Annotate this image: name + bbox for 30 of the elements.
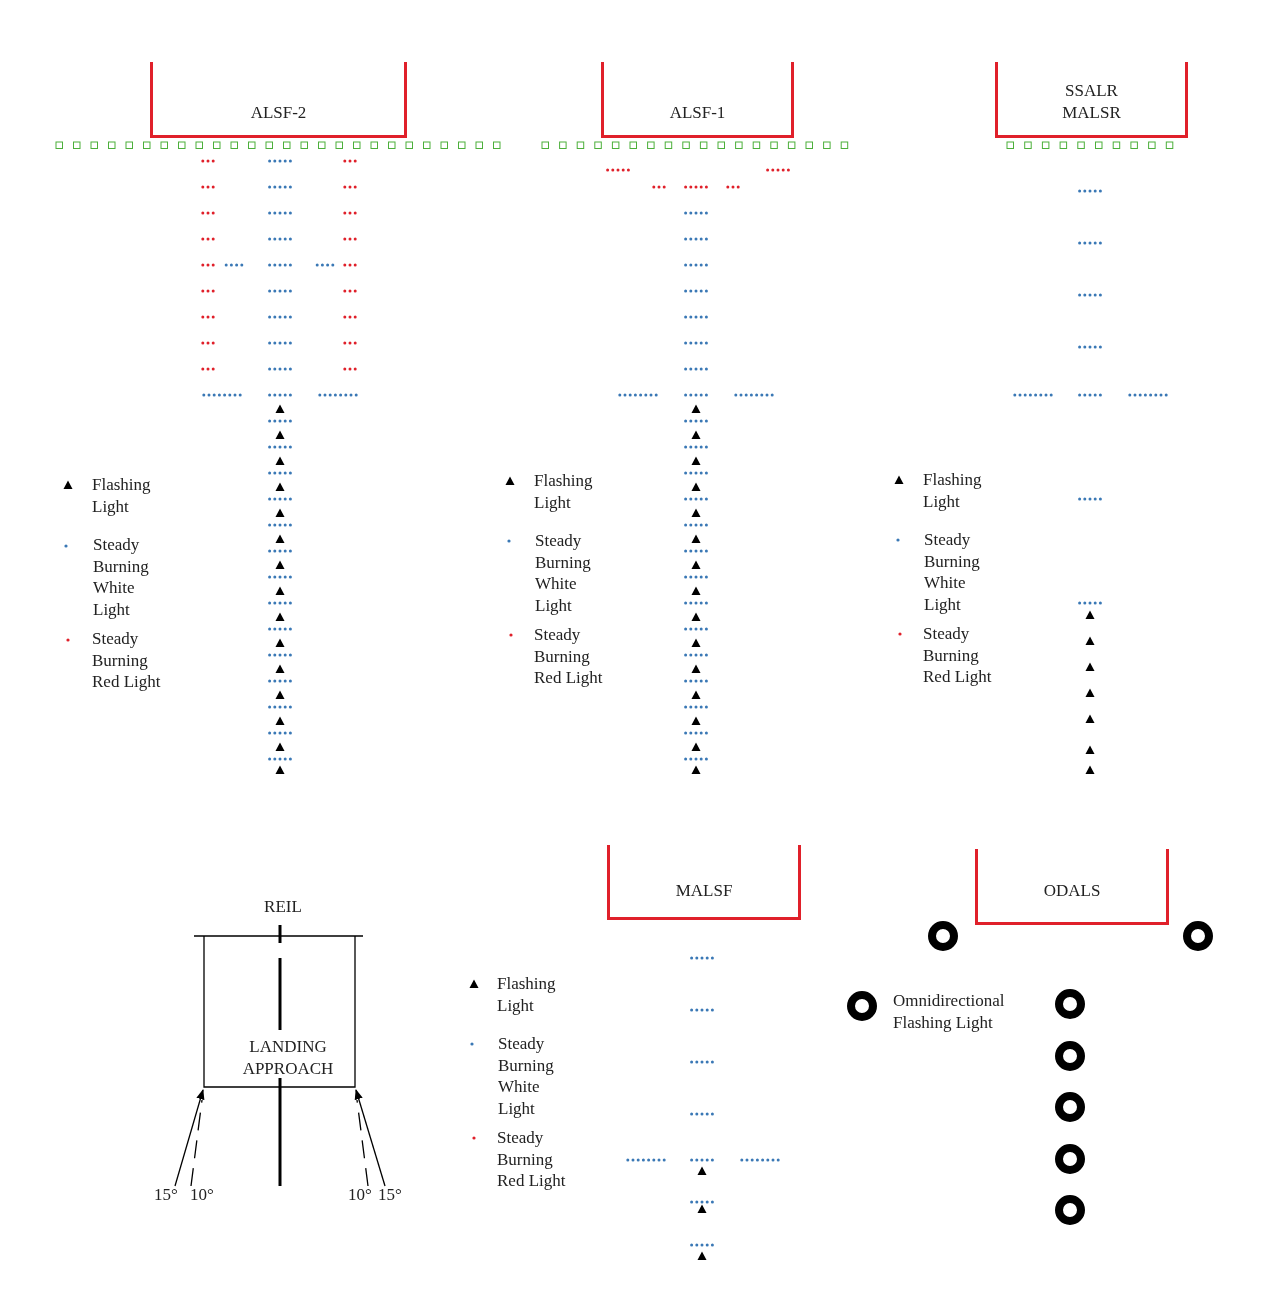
legend-text: Flashing Light bbox=[923, 469, 983, 512]
legend-text: Steady Burning White Light bbox=[93, 534, 150, 620]
system-name: SSALR bbox=[1065, 80, 1118, 102]
system-name: MALSF bbox=[675, 880, 733, 902]
runway-threshold bbox=[995, 62, 1188, 138]
runway-label: LANDING APPROACH bbox=[241, 1036, 335, 1080]
legend-text: Steady Burning White Light bbox=[924, 529, 981, 615]
legend-text: Flashing Light bbox=[92, 474, 152, 517]
runway-threshold bbox=[975, 849, 1169, 925]
legend-text: Steady Burning Red Light bbox=[534, 624, 604, 689]
angle-label: 10° bbox=[348, 1184, 372, 1206]
system-name: ODALS bbox=[1043, 880, 1101, 902]
legend-text: Steady Burning Red Light bbox=[497, 1127, 567, 1192]
runway-threshold bbox=[607, 845, 801, 920]
runway-threshold bbox=[150, 62, 407, 138]
legend-text: Steady Burning White Light bbox=[535, 530, 592, 616]
legend-text: Steady Burning Red Light bbox=[923, 623, 993, 688]
angle-label: 15° bbox=[154, 1184, 178, 1206]
legend-text: Flashing Light bbox=[497, 973, 557, 1016]
system-name: REIL bbox=[264, 896, 302, 918]
system-name: MALSR bbox=[1062, 102, 1121, 124]
legend-text: Steady Burning White Light bbox=[498, 1033, 555, 1119]
angle-label: 15° bbox=[378, 1184, 402, 1206]
system-name: ALSF-2 bbox=[250, 102, 307, 124]
angle-label: 10° bbox=[190, 1184, 214, 1206]
runway-threshold bbox=[601, 62, 794, 138]
system-name: ALSF-1 bbox=[669, 102, 726, 124]
legend-text: Omnidirectional Flashing Light bbox=[893, 990, 1006, 1033]
legend-text: Steady Burning Red Light bbox=[92, 628, 162, 693]
legend-text: Flashing Light bbox=[534, 470, 594, 513]
